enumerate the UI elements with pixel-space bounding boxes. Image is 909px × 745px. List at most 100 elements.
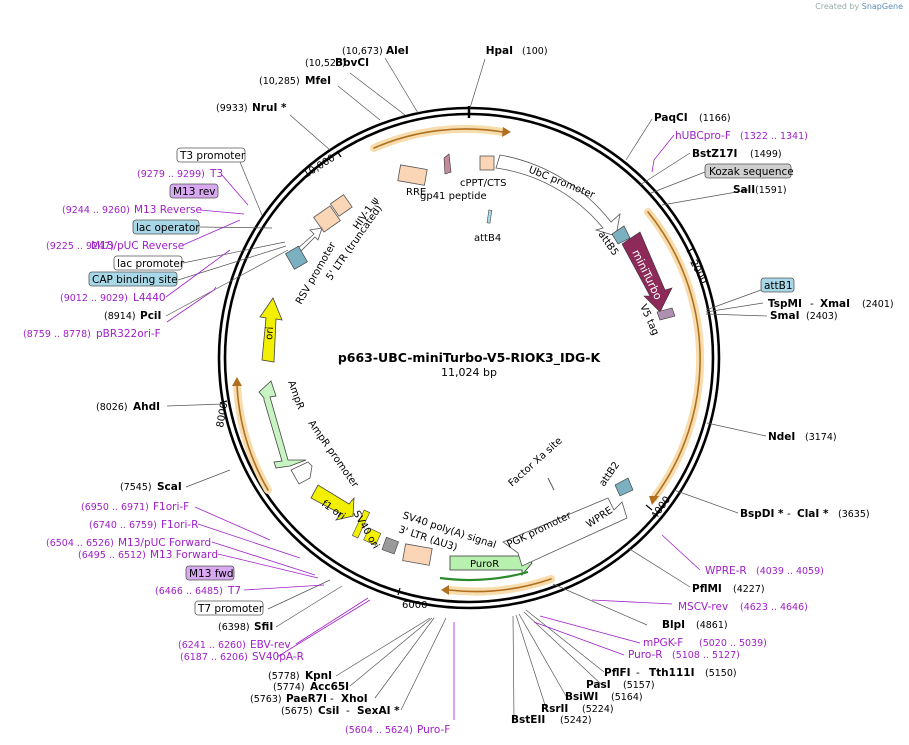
- pflmi-coord: (4227): [733, 584, 765, 595]
- alei-coord: (10,673): [342, 46, 383, 57]
- attb1-box: [760, 277, 795, 293]
- snapgene-logo: SnapGene: [861, 2, 903, 11]
- m13rev-box: [169, 183, 219, 199]
- m13puc-label: M13/pUC Reverse: [91, 240, 184, 252]
- mfei-coord: (10,285): [259, 76, 300, 87]
- ori-label: ori: [264, 326, 276, 340]
- attb1-label: attB1: [764, 280, 793, 292]
- m13pf-coord: (6504 .. 6526): [46, 538, 114, 549]
- pflfi-label: PflFI: [604, 667, 631, 679]
- mpgk-label: mPGK-F: [643, 637, 683, 649]
- bbvci-coord: (10,520): [305, 58, 346, 69]
- hubc-label: hUBCpro-F: [675, 130, 731, 142]
- ubc-label: UbC promoter: [527, 165, 597, 202]
- puror-label: PuroR: [470, 559, 499, 570]
- puror-primer-coord: (5108 .. 5127): [672, 650, 740, 661]
- m13f-coord: (6495 .. 6512): [78, 550, 146, 561]
- tspmi-label: TspMI: [768, 298, 802, 310]
- svg-text:HpaI: HpaI: [486, 45, 513, 57]
- ori-feature: [259, 297, 283, 363]
- tick-8000: 8000: [215, 402, 230, 429]
- ahdi-label: AhdI: [133, 401, 160, 413]
- lac-promoter-box: [113, 255, 183, 271]
- scai-coord: (7545): [120, 482, 152, 493]
- tspmi-coord: (2401): [862, 299, 894, 310]
- l4440-label: L4440: [133, 292, 166, 304]
- bsiwi-coord: (5164): [611, 692, 643, 703]
- cap-box: [88, 271, 178, 287]
- t3-promoter-box: [176, 147, 246, 163]
- svg-text:-: -: [636, 667, 640, 679]
- sali-label: SalI: [733, 184, 755, 196]
- t7-label: T7: [227, 585, 241, 597]
- mscv-coord: (4623 .. 4646): [740, 602, 808, 613]
- alei-label: AleI: [386, 45, 409, 57]
- purof-label: Puro-F: [417, 724, 450, 736]
- t7-coord: (6466 .. 6485): [155, 586, 223, 597]
- mfei-label: MfeI: [305, 75, 331, 87]
- csii-coord: (5675): [281, 706, 313, 717]
- attb4-label: attB4: [474, 233, 501, 244]
- gp41-label: gp41 peptide: [420, 191, 487, 202]
- t3-label: T3: [209, 168, 223, 180]
- smai-coord: (2403): [806, 311, 838, 322]
- lac-operator-box: [132, 219, 200, 235]
- sv40ori-box: [363, 527, 382, 546]
- f1orir-coord: (6740 .. 6759): [89, 520, 157, 531]
- nrui-coord: (9933): [216, 103, 248, 114]
- xmai-label: XmaI: [820, 298, 850, 310]
- m13fwd-box: [185, 565, 235, 581]
- gp41-box: [443, 153, 452, 175]
- csii-label: CsiI: [318, 705, 339, 717]
- hpai-label: HpaI: [486, 45, 513, 57]
- t3-promoter-label: T3 promoter: [179, 150, 246, 162]
- rsv-arrow: [295, 227, 323, 254]
- plasmid-size: 11,024 bp: [441, 366, 497, 379]
- bsteii-coord: (5242): [560, 715, 592, 726]
- svg-text:-: -: [810, 298, 814, 310]
- arc-arrow-top: [502, 127, 511, 137]
- clai-label: ClaI *: [797, 508, 829, 520]
- bspdi-label: BspDI *: [740, 508, 784, 520]
- f1ori-feature: [310, 484, 355, 521]
- right-labels: PaqCI (1166) hUBCpro-F (1322 .. 1341) Bs…: [511, 112, 894, 726]
- l4440-coord: (9012 .. 9029): [60, 293, 128, 304]
- bstz-coord: (1499): [750, 149, 782, 160]
- ndei-label: NdeI: [768, 431, 795, 443]
- cppt-label: cPPT/CTS: [460, 178, 506, 189]
- f1orif-coord: (6950 .. 6971): [81, 502, 149, 513]
- pasi-label: PasI: [586, 679, 611, 691]
- blpi-label: BlpI: [662, 619, 685, 631]
- pasi-coord: (5157): [623, 680, 655, 691]
- leader-lines: [165, 57, 768, 720]
- miniturbo-feature: [621, 231, 673, 313]
- sv40par-label: SV40pA-R: [252, 651, 304, 663]
- mscv-label: MSCV-rev: [678, 601, 728, 613]
- sexai-label: SexAI *: [357, 705, 400, 717]
- nrui-label: NruI *: [252, 102, 287, 114]
- rsrii-label: RsrII: [541, 703, 568, 715]
- acc65i-coord: (5774): [273, 682, 305, 693]
- sv40par-coord: (6187 .. 6206): [180, 652, 248, 663]
- pae-coord: (5763): [250, 694, 282, 705]
- bspdi-coord: (3635): [838, 509, 870, 520]
- ampr-label: AmpR: [285, 379, 306, 411]
- sv40pa-box: [381, 536, 400, 555]
- wprer-coord: (4039 .. 4059): [756, 566, 824, 577]
- paqci-label: PaqCI: [654, 112, 688, 124]
- tth-coord: (5150): [705, 668, 737, 679]
- blpi-coord: (4861): [696, 620, 728, 631]
- puror-primer-label: Puro-R: [628, 649, 663, 661]
- sali-coord: (1591): [755, 185, 787, 196]
- svg-text:-: -: [787, 508, 791, 520]
- ltr5-box: [313, 205, 341, 233]
- ndei-coord: (3174): [805, 432, 837, 443]
- sfii-label: SfiI: [254, 621, 273, 633]
- arc-arrow-bottom: [441, 585, 449, 595]
- pflmi-label: PflMI: [692, 583, 722, 595]
- factorxa-label: Factor Xa site: [507, 436, 565, 490]
- f1orir-label: F1ori-R: [161, 519, 198, 531]
- svg-text:-: -: [330, 693, 334, 705]
- ampr-promoter-arrow: [290, 461, 313, 485]
